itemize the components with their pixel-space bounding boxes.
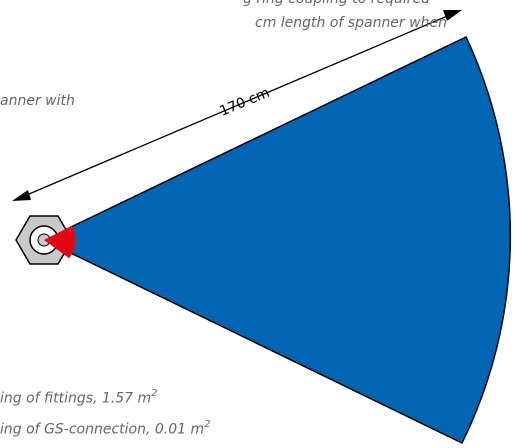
arrowhead-left-icon	[12, 190, 31, 201]
dimension-label: 170 cm	[217, 85, 272, 120]
description-line-2: cm length of spanner when	[255, 15, 447, 31]
legend-gs-text: ing of GS-connection, 0.01 m	[0, 421, 205, 438]
gs-connection-sector	[44, 225, 76, 259]
description-fragment: anner with	[0, 93, 75, 109]
description-line-1: g ring coupling to required	[243, 0, 430, 8]
legend-gs-connection: ing of GS-connection, 0.01 m2	[0, 417, 211, 439]
fittings-sector	[42, 35, 512, 445]
legend-gs-sup: 2	[204, 419, 211, 430]
legend-fittings-text: ing of fittings, 1.57 m	[0, 390, 152, 407]
dimension-line	[21, 13, 453, 198]
legend-fittings-sup: 2	[151, 388, 158, 399]
arrowhead-right-icon	[443, 10, 462, 21]
legend-fittings: ing of fittings, 1.57 m2	[0, 386, 158, 408]
